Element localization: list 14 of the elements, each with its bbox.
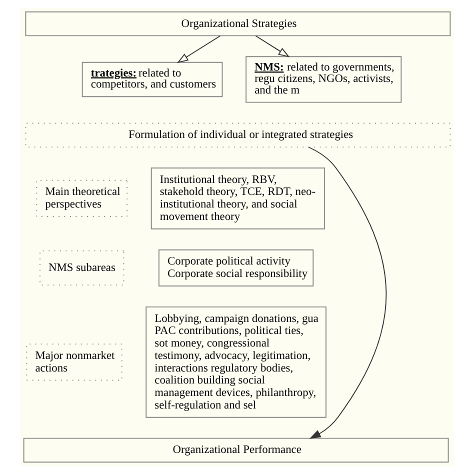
node-box: Institutional theory, RBV, stakehold theory, TCE, RDT, neo-institutional theory, and social movement theory	[150, 168, 326, 230]
node-box: Main theoretical perspectives	[36, 180, 128, 217]
node-box: trategies: related to competitors, and customers	[82, 62, 223, 98]
node-box: Major nonmarket actions	[26, 344, 122, 381]
node-box: Organizational Strategies	[25, 11, 451, 36]
node-box: Organizational Performance	[23, 438, 449, 463]
node-box: Corporate political activity Corporate social responsibility	[158, 249, 314, 286]
node-box: NMS: related to governments, regu citizens, NGOs, activists, and the m	[246, 56, 402, 103]
arrow	[176, 35, 221, 64]
node-box: Lobbying, campaign donations, gua PAC contributions, political ties, sot money, congressional testimony, advocacy, legitimation, interactions regulatory bodies, coalition building social management devices, philanthropy, self-regulation and sel	[146, 306, 326, 418]
arrow	[308, 146, 387, 439]
node-box: NMS subareas	[40, 250, 124, 286]
arrow	[255, 35, 290, 58]
node-box: Formulation of individual or integrated strategies	[25, 122, 451, 148]
